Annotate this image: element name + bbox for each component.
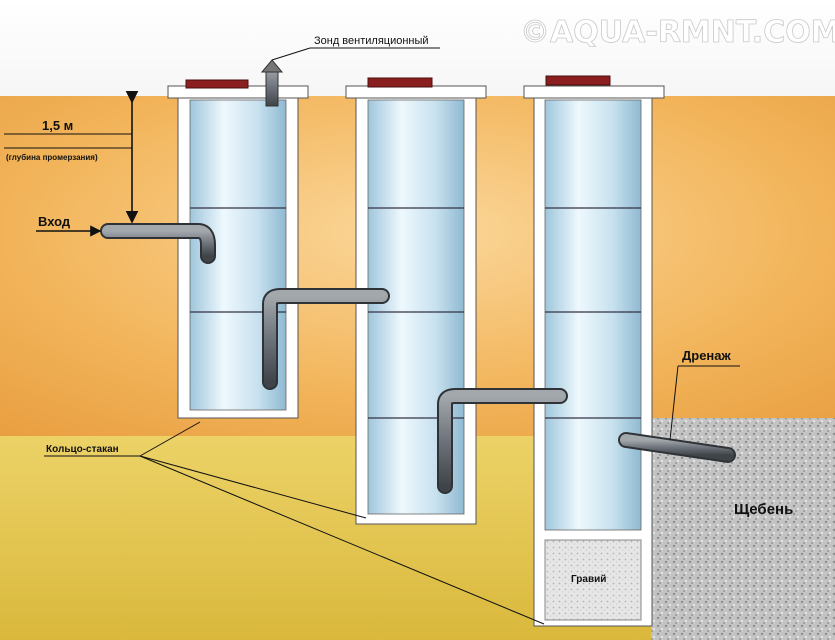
gravel-label: Гравий (571, 574, 606, 585)
drainage-label: Дренаж (682, 348, 732, 363)
inlet-label: Вход (38, 214, 71, 229)
transfer-pipe-2 (439, 390, 566, 492)
drainage-pipe (620, 434, 734, 461)
inlet-pipe (102, 225, 214, 262)
ring-cup-label: Кольцо-стакан (46, 444, 119, 455)
well-2-lid (367, 77, 433, 88)
transfer-pipe-1 (264, 290, 388, 388)
well-1-lid (185, 79, 249, 89)
crushed-stone-label: Щебень (734, 501, 793, 518)
pipes (100, 223, 736, 494)
well-3-lid (545, 75, 611, 86)
vent-probe-label: Зонд вентиляционный (314, 35, 429, 47)
well-1 (167, 79, 309, 419)
well-3 (523, 75, 665, 627)
depth-note-label: (глубина промерзания) (6, 153, 98, 162)
well-2 (345, 77, 487, 525)
vent-probe (260, 59, 284, 107)
watermark-text: ©AQUA-RMNT.COM (520, 15, 835, 50)
depth-value-label: 1,5 м (42, 118, 73, 133)
ring-cup-leaders (44, 421, 545, 625)
well-3-gravel-bed (544, 539, 642, 621)
